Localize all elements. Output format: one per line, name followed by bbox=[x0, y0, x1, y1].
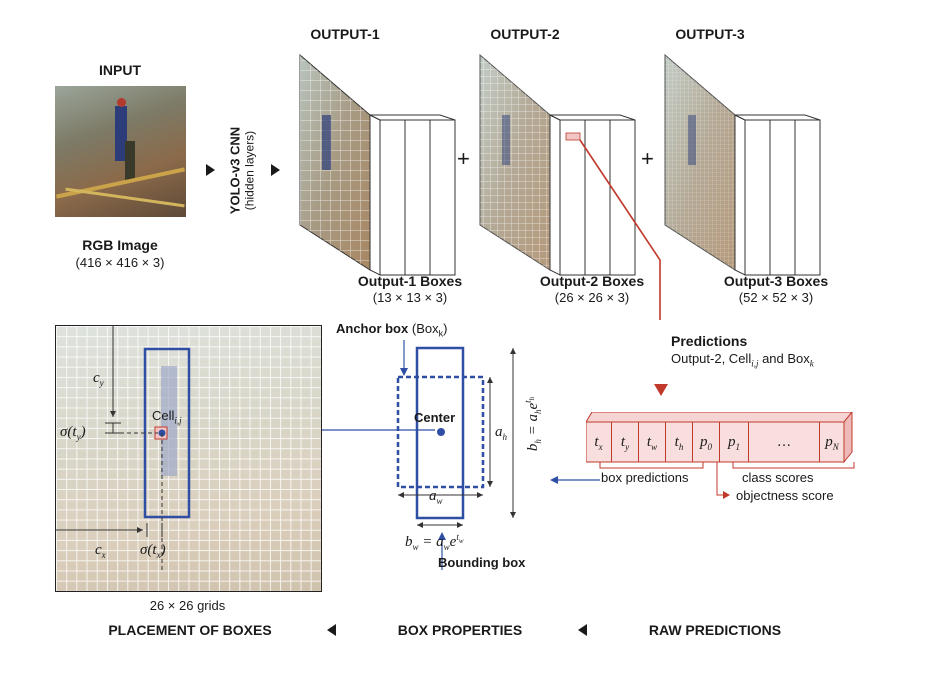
cnn-title: YOLO-v3 CNN bbox=[227, 126, 243, 215]
class-scores-label: class scores bbox=[742, 470, 814, 485]
box-properties-heading: BOX PROPERTIES bbox=[397, 622, 523, 638]
box-properties-diagram bbox=[396, 340, 516, 570]
output-3-dims: (52 × 52 × 3) bbox=[738, 290, 814, 305]
cnn-label: YOLO-v3 CNN (hidden layers) bbox=[222, 118, 262, 218]
pred-cell-ellipsis: … bbox=[749, 422, 820, 462]
sigma-tx-label: σ(tx) bbox=[140, 542, 166, 560]
output-1-boxes-label: Output-1 Boxes bbox=[357, 273, 463, 289]
pred-cell-pn: pN bbox=[825, 434, 839, 452]
predictions-title: Predictions bbox=[671, 333, 748, 349]
pred-cell-p1: p1 bbox=[720, 422, 749, 462]
pred-cell-p0: p0 bbox=[693, 422, 720, 462]
objectness-score-label: objectness score bbox=[736, 488, 834, 503]
sigma-ty-label: σ(ty) bbox=[60, 424, 86, 442]
pred-cell-ty: ty bbox=[612, 422, 639, 462]
output-3-boxes-label: Output-3 Boxes bbox=[723, 273, 829, 289]
anchor-box-label: Anchor box (Boxk) bbox=[336, 321, 448, 339]
raw-predictions-heading: RAW PREDICTIONS bbox=[648, 622, 782, 638]
a-h-label: ah bbox=[495, 424, 507, 442]
plus-sign-1: + bbox=[457, 146, 470, 171]
box-predictions-label: box predictions bbox=[601, 470, 689, 485]
input-image bbox=[55, 86, 186, 217]
output-stacks bbox=[299, 53, 821, 320]
center-label: Center bbox=[414, 410, 456, 425]
predictions-subtitle: Output-2, Celli,j and Boxk bbox=[671, 351, 814, 369]
input-image-dims: (416 × 416 × 3) bbox=[75, 255, 165, 270]
output-2-dims: (26 × 26 × 3) bbox=[554, 290, 630, 305]
arrow-down-icon bbox=[654, 384, 668, 396]
prediction-vector bbox=[586, 412, 853, 464]
input-image-label: RGB Image bbox=[82, 237, 158, 253]
c-x-label: cx bbox=[95, 542, 106, 560]
b-w-formula: bw = awetw bbox=[405, 532, 464, 552]
output-2-heading: OUTPUT-2 bbox=[490, 26, 560, 42]
plus-sign-2: + bbox=[641, 146, 654, 171]
a-w-label: aw bbox=[429, 488, 443, 506]
output-1-stack bbox=[299, 53, 456, 276]
arrow-left-icon bbox=[327, 624, 336, 636]
input-heading: INPUT bbox=[99, 62, 141, 78]
cell-label: Celli,j bbox=[152, 408, 182, 426]
output-2-stack bbox=[479, 53, 636, 276]
grid-label: 26 × 26 grids bbox=[149, 598, 226, 613]
arrow-left-icon bbox=[578, 624, 587, 636]
output-1-heading: OUTPUT-1 bbox=[310, 26, 380, 42]
bounding-box-label: Bounding box bbox=[438, 555, 526, 570]
output-3-heading: OUTPUT-3 bbox=[675, 26, 745, 42]
c-y-label: cy bbox=[93, 370, 104, 388]
pred-cell-tx: tx bbox=[586, 422, 612, 462]
b-h-formula: bh = aheth bbox=[523, 396, 543, 452]
output-2-boxes-label: Output-2 Boxes bbox=[539, 273, 645, 289]
output-3-stack bbox=[664, 53, 821, 276]
cnn-subtitle: (hidden layers) bbox=[242, 130, 257, 211]
placement-overlay bbox=[55, 325, 191, 570]
placement-heading: PLACEMENT OF BOXES bbox=[108, 622, 272, 638]
prediction-braces bbox=[550, 462, 855, 499]
output-1-dims: (13 × 13 × 3) bbox=[372, 290, 448, 305]
pred-cell-th: th bbox=[666, 422, 693, 462]
prediction-cells: tx ty tw th p0 p1 … pN bbox=[586, 422, 844, 462]
pred-cell-tw: tw bbox=[639, 422, 666, 462]
arrow-right-icon bbox=[206, 164, 215, 176]
arrow-right-icon bbox=[271, 164, 280, 176]
